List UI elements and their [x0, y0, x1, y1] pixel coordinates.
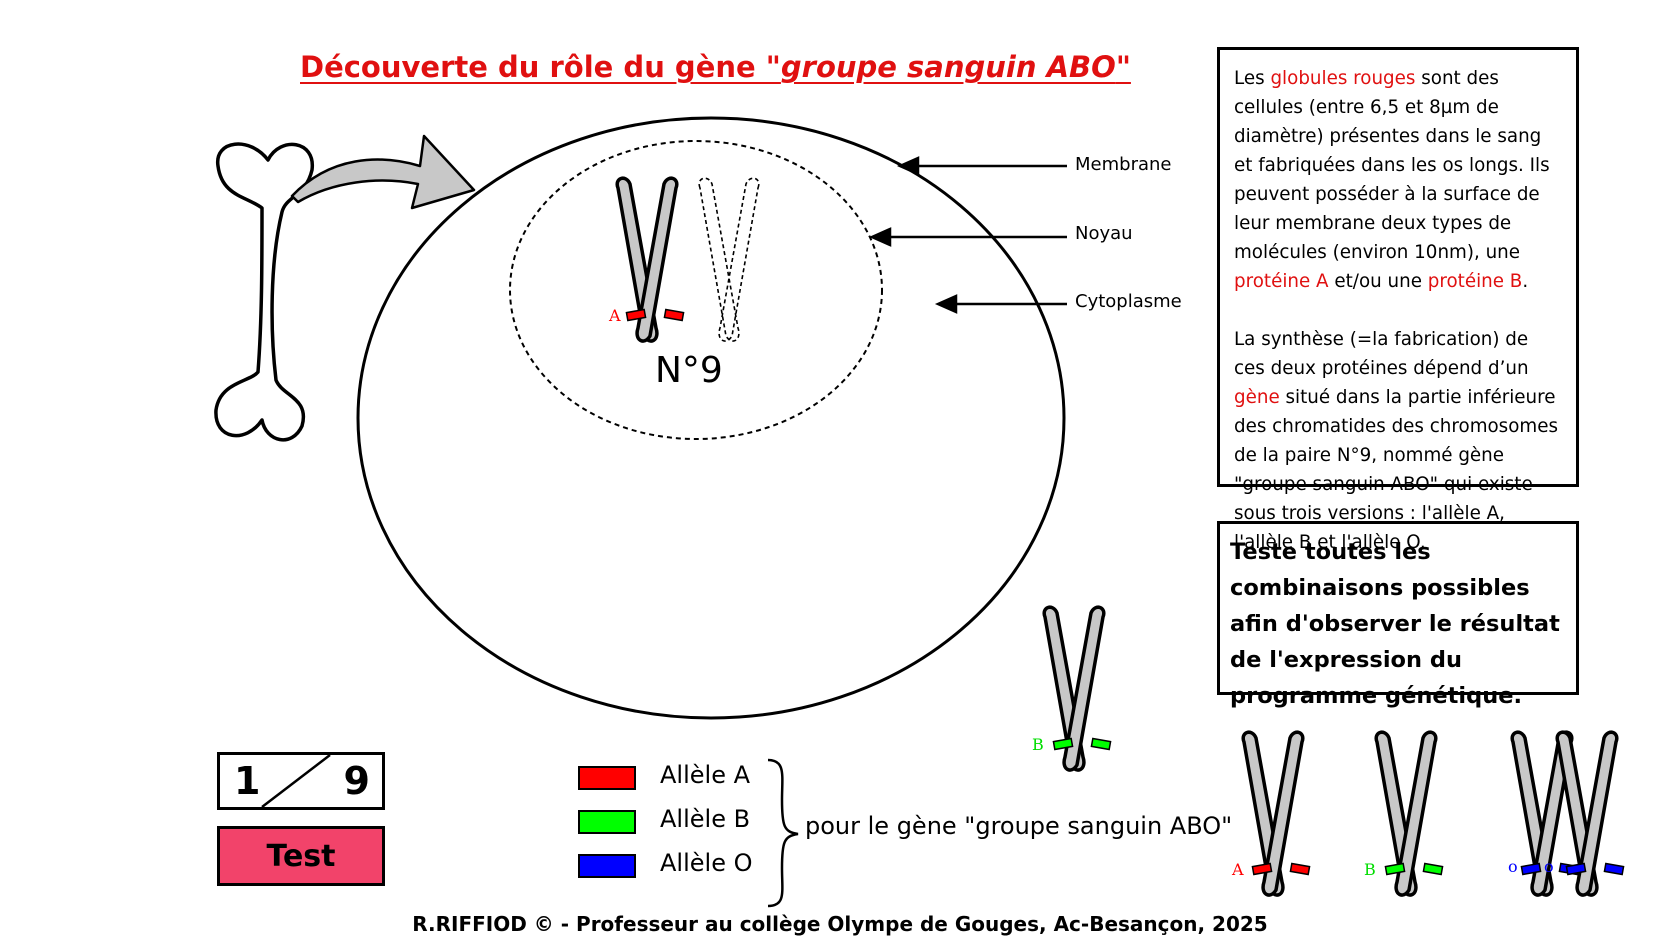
legend-label: Allèle O: [660, 849, 753, 877]
chromosome-slot[interactable]: [698, 177, 760, 342]
chromosome-a-tray[interactable]: [1241, 730, 1311, 897]
allele-tag: A: [1232, 860, 1244, 879]
swatch-allele-b: [578, 810, 636, 834]
swatch-allele-a: [578, 766, 636, 790]
chromosome-b-floating[interactable]: [1042, 605, 1112, 772]
swatch-allele-o: [578, 854, 636, 878]
chromosome-nucleus[interactable]: [615, 176, 685, 343]
arrowhead-icon: [934, 294, 958, 314]
allele-tag: o: [1544, 857, 1554, 876]
label-membrane: Membrane: [1075, 154, 1172, 175]
info-panel: Les globules rouges sont des cellules (e…: [1217, 47, 1579, 553]
task-instructions: Teste toutes les combinaisons possibles …: [1217, 521, 1579, 709]
chromosome-pair-label: N°9: [655, 350, 723, 391]
label-cytoplasme: Cytoplasme: [1075, 291, 1182, 312]
counter-current: 1: [234, 759, 261, 803]
cell-membrane: [356, 116, 1066, 720]
page-title: Découverte du rôle du gène "groupe sangu…: [300, 50, 1131, 84]
arrowhead-icon: [896, 156, 920, 176]
counter-total: 9: [343, 759, 370, 803]
nucleus: [509, 140, 883, 440]
allele-tag: A: [609, 306, 621, 325]
arrowhead-icon: [868, 227, 892, 247]
info-paragraph-1: Les globules rouges sont des cellules (e…: [1234, 68, 1550, 292]
info-paragraph-2: La synthèse (=la fabrication) de ces deu…: [1234, 329, 1558, 553]
allele-tag: B: [1032, 735, 1044, 754]
combination-counter: 1 9: [217, 752, 385, 810]
legend-label: Allèle B: [660, 805, 751, 833]
label-noyau: Noyau: [1075, 223, 1133, 244]
allele-tag: o: [1508, 857, 1518, 876]
legend-label: Allèle A: [660, 761, 750, 789]
brace-icon: [767, 758, 799, 908]
footer-credit: R.RIFFIOD © - Professeur au collège Olym…: [412, 912, 1268, 936]
curved-arrow-icon: [290, 134, 476, 210]
bone-icon: [214, 142, 314, 442]
allele-tag: B: [1364, 860, 1376, 879]
chromosome-b-tray[interactable]: [1374, 730, 1444, 897]
counter-slash: [261, 755, 331, 807]
gene-note: pour le gène "groupe sanguin ABO": [805, 812, 1233, 840]
test-button[interactable]: Test: [217, 826, 385, 886]
chromosome-o-tray-2[interactable]: [1555, 730, 1625, 897]
